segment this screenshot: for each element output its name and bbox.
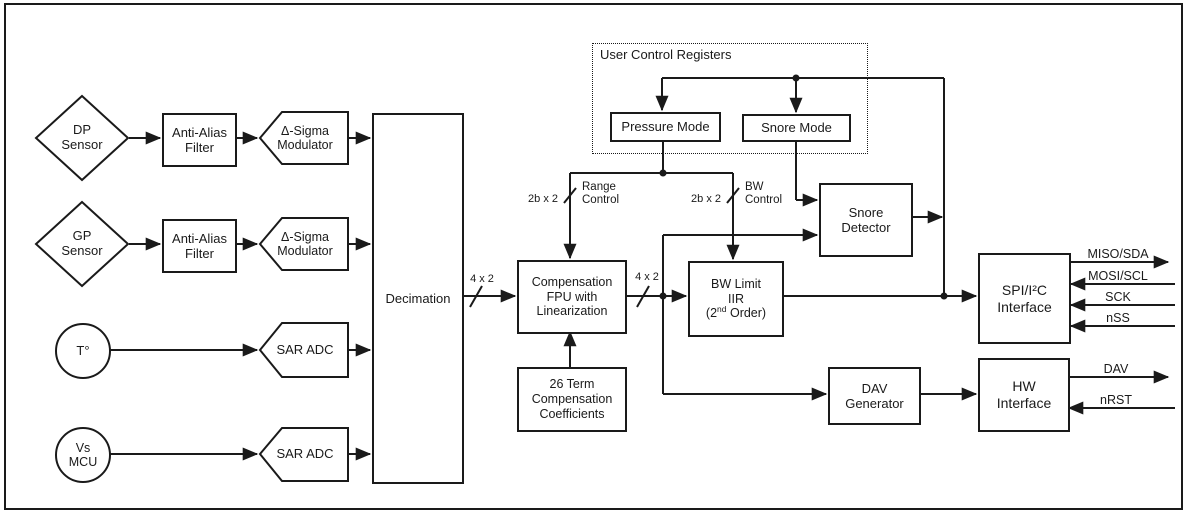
pressure-mode-register: Pressure Mode (610, 112, 721, 142)
signal-wires (34, 74, 1175, 483)
mosi-scl-pin-label: MOSI/SCL (1088, 268, 1148, 283)
dp-sensor-label: DP Sensor (61, 122, 103, 152)
compensation-fpu-block: Compensation FPU with Linearization (517, 260, 627, 334)
bw-bus-width-label: 2b x 2 (691, 192, 721, 205)
dp-sensor-diamond (34, 94, 130, 182)
gp-sensor-label: GP Sensor (61, 228, 103, 258)
temperature-sensor-label: T° (76, 342, 90, 358)
dav-generator-block: DAV Generator (828, 367, 921, 425)
nrst-pin-label: nRST (1100, 392, 1132, 407)
dav-pin-label: DAV (1103, 361, 1129, 376)
diagram-border (4, 3, 1183, 510)
bw-limit-line3: (2nd Order) (705, 304, 767, 321)
hw-interface-block: HW Interface (978, 358, 1070, 432)
decimation-out-bus-label: 4 x 2 (470, 272, 494, 285)
sar-adc-2-label: SAR ADC (276, 446, 334, 462)
miso-sda-pin-label: MISO/SDA (1087, 246, 1149, 261)
sck-pin-label: SCK (1105, 289, 1131, 304)
bw-limit-iir-block: BW Limit IIR (2nd Order) (688, 261, 784, 337)
vs-mcu-label: Vs MCU (68, 440, 98, 469)
nss-pin-label: nSS (1106, 310, 1130, 325)
sar-adc-1-label: SAR ADC (276, 341, 334, 357)
anti-alias-filter-1-block: Anti-Alias Filter (162, 113, 237, 167)
anti-alias-filter-2-block: Anti-Alias Filter (162, 219, 237, 273)
snore-mode-register: Snore Mode (742, 114, 851, 142)
gp-sensor-diamond (34, 200, 130, 288)
delta-sigma-modulator-1-label: Δ-Sigma Modulator (277, 123, 333, 152)
compensation-coefficients-block: 26 Term Compensation Coefficients (517, 367, 627, 432)
spi-i2c-interface-block: SPI/I²C Interface (978, 253, 1071, 344)
bw-limit-line2: IIR (728, 291, 744, 306)
decimation-block: Decimation (372, 113, 464, 484)
snore-detector-block: Snore Detector (819, 183, 913, 257)
range-control-label: Range Control (582, 181, 620, 207)
range-bus-width-label: 2b x 2 (528, 192, 558, 205)
compensation-out-bus-label: 4 x 2 (635, 270, 659, 283)
bw-limit-line1: BW Limit (711, 276, 761, 291)
user-control-registers-label: User Control Registers (600, 46, 732, 62)
bw-control-label: BW Control (745, 181, 783, 207)
junction-dots (659, 74, 948, 300)
user-control-registers-group (592, 43, 868, 154)
delta-sigma-modulator-2-label: Δ-Sigma Modulator (277, 229, 333, 258)
